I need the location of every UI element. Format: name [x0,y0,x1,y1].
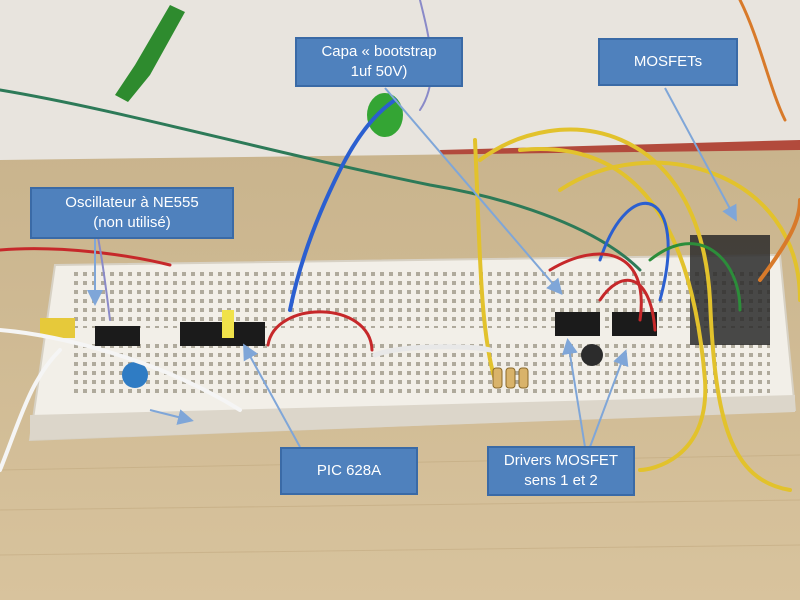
callout-mosfet-drivers: Drivers MOSFET sens 1 et 2 [487,446,635,496]
ne555-chip [95,326,140,346]
green-probe-2 [367,93,403,137]
callout-bootstrap-capacitor: Capa « bootstrap 1uf 50V) [295,37,463,87]
wires [0,0,800,492]
driver-chip-1 [555,312,600,336]
blue-trimmer [122,362,148,388]
callout-oscillator: Oscillateur à NE555 (non utilisé) [30,187,234,239]
yellow-capacitor [40,318,75,338]
driver-chip-2 [612,312,657,336]
callout-arrows [87,87,737,448]
bootstrap-cap [581,344,603,366]
yellow-label [222,310,234,338]
resistors [492,367,529,389]
green-probe-1 [115,5,185,102]
callout-pic: PIC 628A [280,447,418,495]
callout-mosfets: MOSFETs [598,38,738,86]
